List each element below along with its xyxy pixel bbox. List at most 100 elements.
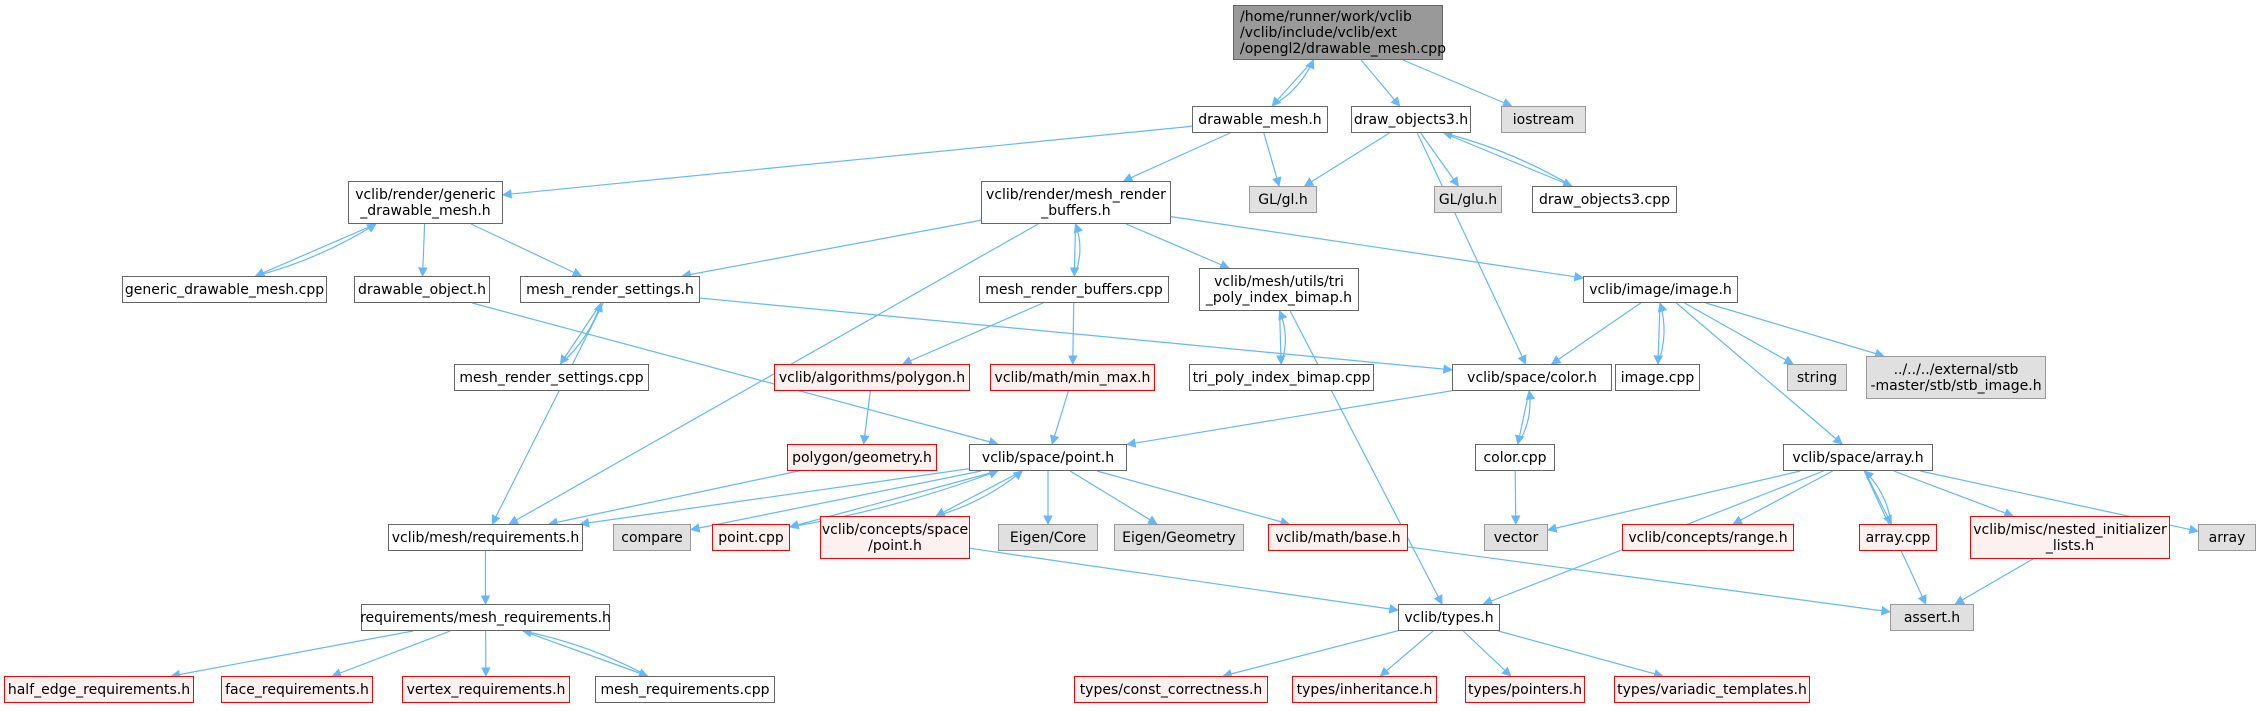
node-variadic-templates-h[interactable]: types/variadic_templates.h bbox=[1614, 676, 1810, 703]
node-types-h[interactable]: vclib/types.h bbox=[1398, 604, 1500, 631]
node-eigen-core: Eigen/Core bbox=[998, 524, 1098, 551]
edge-tri-poly-index-bimap-h-to-types-h bbox=[1289, 310, 1443, 605]
node-pointers-h[interactable]: types/pointers.h bbox=[1465, 676, 1585, 703]
node-drawable-mesh-h[interactable]: drawable_mesh.h bbox=[1192, 106, 1328, 133]
node-vector: vector bbox=[1484, 524, 1548, 551]
edge-color-cpp-to-color-h bbox=[1517, 390, 1536, 445]
edge-point-h-to-point-cpp bbox=[789, 470, 999, 530]
node-mesh-requirements-cpp[interactable]: mesh_requirements.cpp bbox=[595, 676, 775, 703]
node-drawable-object-h[interactable]: drawable_object.h bbox=[354, 276, 490, 303]
edge-min-max-h-to-point-h bbox=[1050, 390, 1069, 445]
node-concepts-range-h[interactable]: vclib/concepts/range.h bbox=[1622, 524, 1794, 551]
edge-mesh-render-settings-h-to-requirements-h bbox=[491, 302, 604, 525]
edge-mesh-requirements-cpp-to-mesh-requirements-h bbox=[521, 627, 648, 677]
node-point-h[interactable]: vclib/space/point.h bbox=[969, 444, 1127, 471]
edge-drawable-mesh-h-to-gl-h bbox=[1263, 132, 1282, 187]
edge-draw-objects3-h-to-draw-objects3-cpp bbox=[1443, 132, 1573, 188]
edge-types-h-to-variadic-templates-h bbox=[1498, 630, 1664, 679]
node-draw-objects3-h[interactable]: draw_objects3.h bbox=[1351, 106, 1471, 133]
edge-mesh-render-buffers-h-to-tri-poly-index-bimap-h bbox=[1125, 223, 1230, 270]
node-requirements-h[interactable]: vclib/mesh/requirements.h bbox=[388, 524, 583, 551]
edge-concepts-point-h-to-point-h bbox=[935, 470, 1023, 517]
edge-image-h-to-image-cpp bbox=[1653, 302, 1664, 365]
edge-mesh-render-buffers-cpp-to-polygon-h bbox=[902, 302, 1044, 365]
node-root[interactable]: /home/runner/work/vclib /vclib/include/v… bbox=[1233, 5, 1446, 60]
node-min-max-h[interactable]: vclib/math/min_max.h bbox=[990, 364, 1155, 391]
edge-polygon-geometry-h-to-requirements-h bbox=[548, 470, 799, 527]
edge-nested-initializer-lists-h-to-assert-h bbox=[1954, 558, 2034, 605]
node-color-h[interactable]: vclib/space/color.h bbox=[1452, 364, 1612, 391]
node-tri-poly-index-bimap-cpp[interactable]: tri_poly_index_bimap.cpp bbox=[1189, 364, 1374, 391]
edge-draw-objects3-cpp-to-draw-objects3-h bbox=[1442, 130, 1573, 187]
node-assert-h: assert.h bbox=[1890, 604, 1974, 631]
edge-point-h-to-eigen-geometry bbox=[1069, 470, 1158, 525]
node-image-h[interactable]: vclib/image/image.h bbox=[1583, 276, 1738, 303]
edge-root-to-iostream bbox=[1402, 59, 1513, 108]
node-mesh-render-buffers-h[interactable]: vclib/render/mesh_render _buffers.h bbox=[981, 181, 1171, 224]
edge-image-h-to-stb-image-h bbox=[1705, 302, 1885, 359]
node-color-cpp[interactable]: color.cpp bbox=[1475, 444, 1555, 471]
edge-root-to-drawable-mesh-h bbox=[1271, 59, 1314, 107]
edge-mesh-render-buffers-h-to-image-h bbox=[1170, 216, 1584, 282]
edge-types-h-to-const-correctness-h bbox=[1222, 630, 1399, 679]
edge-mesh-render-settings-cpp-to-mesh-render-settings-h bbox=[560, 302, 603, 365]
edge-tri-poly-index-bimap-h-to-tri-poly-index-bimap-cpp bbox=[1276, 310, 1286, 365]
node-mesh-render-buffers-cpp[interactable]: mesh_render_buffers.cpp bbox=[979, 276, 1169, 303]
edge-draw-objects3-h-to-glu-h bbox=[1420, 132, 1459, 187]
edge-point-h-to-compare bbox=[690, 470, 982, 533]
node-polygon-geometry-h[interactable]: polygon/geometry.h bbox=[787, 444, 937, 471]
node-tri-poly-index-bimap-h[interactable]: vclib/mesh/utils/tri _poly_index_bimap.h bbox=[1199, 268, 1359, 311]
node-face-requirements-h[interactable]: face_requirements.h bbox=[221, 676, 373, 703]
node-polygon-h[interactable]: vclib/algorithms/polygon.h bbox=[774, 364, 970, 391]
edge-mesh-requirements-h-to-face-requirements-h bbox=[331, 630, 451, 678]
edge-mesh-render-buffers-h-to-requirements-h bbox=[508, 223, 1039, 525]
edge-mesh-render-settings-h-to-mesh-render-settings-cpp bbox=[559, 302, 602, 365]
edge-array-h-to-concepts-range-h bbox=[1732, 470, 1833, 525]
edge-array-h-to-array-cpp bbox=[1864, 470, 1892, 525]
node-image-cpp[interactable]: image.cpp bbox=[1615, 364, 1700, 391]
node-mesh-requirements-h[interactable]: requirements/mesh_requirements.h bbox=[360, 604, 611, 631]
edge-array-cpp-to-array-h bbox=[1864, 470, 1892, 525]
edge-root-to-draw-objects3-h bbox=[1360, 59, 1401, 107]
node-iostream: iostream bbox=[1501, 106, 1586, 133]
node-vertex-requirements-h[interactable]: vertex_requirements.h bbox=[402, 676, 570, 703]
edge-array-h-to-vector bbox=[1547, 470, 1801, 533]
node-nested-initializer-lists-h[interactable]: vclib/misc/nested_initializer _lists.h bbox=[1970, 516, 2170, 559]
node-math-base-h[interactable]: vclib/math/base.h bbox=[1268, 524, 1408, 551]
edge-generic-drawable-mesh-h-to-generic-drawable-mesh-cpp bbox=[254, 223, 377, 277]
node-const-correctness-h[interactable]: types/const_correctness.h bbox=[1074, 676, 1268, 703]
edge-generic-drawable-mesh-h-to-drawable-object-h bbox=[418, 223, 428, 277]
node-concepts-point-h[interactable]: vclib/concepts/space /point.h bbox=[820, 516, 970, 559]
node-string: string bbox=[1787, 364, 1847, 391]
edge-drawable-mesh-h-to-mesh-render-buffers-h bbox=[1122, 132, 1231, 182]
edge-generic-drawable-mesh-h-to-mesh-render-settings-h bbox=[470, 223, 583, 277]
edge-mesh-requirements-h-to-mesh-requirements-cpp bbox=[522, 630, 649, 678]
node-half-edge-requirements-h[interactable]: half_edge_requirements.h bbox=[4, 676, 194, 703]
edge-color-h-to-point-h bbox=[1126, 390, 1453, 448]
node-draw-objects3-cpp[interactable]: draw_objects3.cpp bbox=[1532, 186, 1677, 213]
node-generic-drawable-mesh-cpp[interactable]: generic_drawable_mesh.cpp bbox=[122, 276, 327, 303]
edge-mesh-render-buffers-cpp-to-mesh-render-buffers-h bbox=[1073, 223, 1083, 277]
node-generic-drawable-mesh-h[interactable]: vclib/render/generic _drawable_mesh.h bbox=[348, 181, 503, 224]
edge-array-h-to-nested-initializer-lists-h bbox=[1893, 470, 2014, 518]
node-stb-image-h: ../../../external/stb -master/stb/stb_im… bbox=[1866, 356, 2046, 399]
edge-polygon-h-to-polygon-geometry-h bbox=[859, 390, 871, 445]
node-mesh-render-settings-cpp[interactable]: mesh_render_settings.cpp bbox=[454, 364, 649, 391]
edge-concepts-point-h-to-types-h bbox=[969, 547, 1399, 614]
edge-color-h-to-color-cpp bbox=[1514, 390, 1530, 445]
edge-image-h-to-string bbox=[1684, 302, 1794, 365]
node-inheritance-h[interactable]: types/inheritance.h bbox=[1292, 676, 1437, 703]
node-array-h[interactable]: vclib/space/array.h bbox=[1783, 444, 1933, 471]
node-eigen-geometry: Eigen/Geometry bbox=[1114, 524, 1244, 551]
edge-mesh-render-settings-h-to-color-h bbox=[699, 297, 1453, 374]
edge-draw-objects3-h-to-gl-h bbox=[1303, 132, 1390, 187]
node-glu-h: GL/glu.h bbox=[1434, 186, 1502, 213]
node-point-cpp[interactable]: point.cpp bbox=[712, 524, 790, 551]
node-mesh-render-settings-h[interactable]: mesh_render_settings.h bbox=[520, 276, 700, 303]
node-gl-h: GL/gl.h bbox=[1249, 186, 1317, 213]
edge-image-cpp-to-image-h bbox=[1657, 302, 1668, 365]
node-array-cpp[interactable]: array.cpp bbox=[1859, 524, 1937, 551]
edge-generic-drawable-mesh-cpp-to-generic-drawable-mesh-h bbox=[255, 223, 377, 277]
edge-types-h-to-inheritance-h bbox=[1379, 630, 1434, 677]
